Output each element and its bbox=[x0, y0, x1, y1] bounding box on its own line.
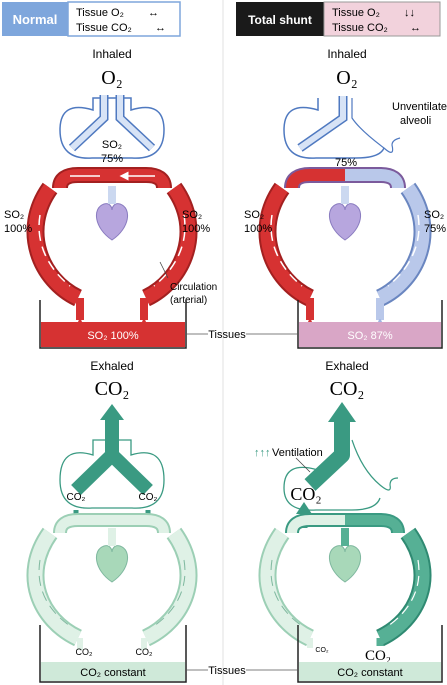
drop-co2-right-normal: CO₂ bbox=[136, 647, 154, 657]
ventilation-arrows: ↑↑↑ bbox=[254, 447, 271, 459]
drop-co2-right-shunt: CO₂ bbox=[365, 648, 391, 664]
legend-shunt-co2-arrow: ↔ bbox=[410, 22, 421, 34]
exhale-arrowhead-normal bbox=[100, 404, 124, 420]
left-so2-shunt: SO₂ bbox=[244, 209, 264, 221]
o2-label-normal: O₂ bbox=[101, 67, 122, 89]
co2-label-normal: CO₂ bbox=[95, 378, 130, 400]
ventilation-label: Ventilation bbox=[272, 447, 323, 459]
legend-normal-o2-arrow: ↔ bbox=[148, 7, 159, 19]
exhaled-label-shunt: Exhaled bbox=[325, 359, 368, 373]
tissue-container-normal-co2 bbox=[39, 625, 187, 683]
alveoli-normal bbox=[59, 97, 165, 159]
heart-normal-top bbox=[96, 203, 128, 241]
drop-co2-left-shunt: CO₂ bbox=[315, 647, 329, 654]
legend-normal-o2: Tissue O₂ bbox=[76, 7, 124, 19]
vessel-left-shunt-co2 bbox=[260, 528, 314, 645]
left-so2-normal: SO₂ bbox=[4, 209, 24, 221]
tissue-container-shunt bbox=[297, 300, 443, 349]
inhaled-label-shunt: Inhaled bbox=[327, 47, 366, 61]
tissue-fill-normal bbox=[41, 322, 185, 347]
exhale-arrowhead-shunt bbox=[328, 402, 356, 422]
mid-pct-normal: 75% bbox=[101, 153, 123, 165]
airway-co2-shunt bbox=[304, 420, 350, 491]
legend-normal: Normal Tissue O₂ Tissue CO₂ ↔ ↔ bbox=[2, 1, 181, 37]
legend-normal-co2-arrow: ↔ bbox=[155, 22, 166, 34]
vessel-right-shunt bbox=[376, 183, 430, 305]
vessel-left-shunt bbox=[260, 183, 314, 305]
tissue-co2-normal: CO₂ constant bbox=[80, 667, 145, 679]
vessel-right-shunt-co2 bbox=[376, 528, 430, 645]
unventilated-airway bbox=[351, 98, 401, 153]
tissue-container-normal bbox=[39, 300, 187, 349]
co2-label-shunt: CO₂ bbox=[330, 378, 365, 400]
tissue-fill-normal-co2 bbox=[41, 662, 185, 681]
circulation-label-1: Circulation bbox=[170, 282, 217, 293]
right-so2-normal: SO₂ bbox=[182, 209, 202, 221]
tissue-container-shunt-co2 bbox=[297, 625, 443, 683]
legend-shunt-co2: Tissue CO₂ bbox=[332, 22, 388, 34]
legend-normal-badge bbox=[2, 2, 68, 36]
tissue-so2-normal: SO₂ 100% bbox=[87, 330, 139, 342]
unventilated-label-2: alveoli bbox=[400, 115, 431, 127]
exhaled-label-normal: Exhaled bbox=[90, 359, 133, 373]
legend-shunt-o2: Tissue O₂ bbox=[332, 7, 380, 19]
legend-shunt-box bbox=[323, 1, 441, 37]
legend-normal-box bbox=[67, 1, 181, 37]
panel-normal-o2: Inhaled O₂ SO₂ 75% SO₂ 100% SO₂ 100% Cir… bbox=[4, 47, 217, 349]
tissue-fill-shunt-co2 bbox=[299, 662, 441, 681]
unventilated-label-1: Unventilated bbox=[392, 101, 447, 113]
vessel-right-normal-co2 bbox=[142, 528, 196, 645]
heart-shunt-bottom bbox=[329, 545, 361, 583]
legend-normal-title: Normal bbox=[13, 12, 58, 27]
legend-shunt: Total shunt Tissue O₂ Tissue CO₂ ↓↓ ↔ bbox=[236, 1, 441, 37]
legend-normal-co2: Tissue CO₂ bbox=[76, 22, 132, 34]
drop-co2-left-normal: CO₂ bbox=[76, 647, 94, 657]
legend-shunt-badge bbox=[236, 2, 324, 36]
heart-normal-bottom bbox=[96, 545, 128, 583]
alveoli-normal-co2 bbox=[59, 439, 165, 509]
circulation-label-2: (arterial) bbox=[170, 295, 207, 306]
tissue-so2-shunt: SO₂ 87% bbox=[347, 330, 392, 342]
tissue-fill-shunt bbox=[299, 322, 441, 347]
tissue-co2-shunt: CO₂ constant bbox=[337, 667, 402, 679]
right-so2-shunt: SO₂ bbox=[424, 209, 444, 221]
o2-label-shunt: O₂ bbox=[336, 67, 357, 89]
panel-shunt-co2: Exhaled CO₂ ↑↑↑ Ventilation CO₂ CO₂ CO₂ … bbox=[254, 359, 443, 683]
vessel-left-normal-co2 bbox=[28, 528, 82, 645]
alv-co2-right-normal: CO₂ bbox=[139, 492, 158, 503]
right-pct-normal: 100% bbox=[182, 223, 210, 235]
tissues-label-top: Tissues bbox=[208, 329, 246, 341]
alv-co2-left-normal: CO₂ bbox=[67, 492, 86, 503]
tissues-label-bottom: Tissues bbox=[208, 665, 246, 677]
mid-pct-shunt: 75% bbox=[335, 157, 357, 169]
heart-shunt-top bbox=[329, 203, 361, 241]
panel-normal-co2: Exhaled CO₂ CO₂ CO₂ CO₂ CO₂ CO₂ constant bbox=[26, 359, 198, 683]
alv-co2-shunt: CO₂ bbox=[290, 484, 321, 504]
inhaled-label-normal: Inhaled bbox=[92, 47, 131, 61]
mid-so2-normal: SO₂ bbox=[102, 139, 122, 151]
left-pct-shunt: 100% bbox=[244, 223, 272, 235]
left-pct-normal: 100% bbox=[4, 223, 32, 235]
right-pct-shunt: 75% bbox=[424, 223, 446, 235]
legend-shunt-title: Total shunt bbox=[248, 13, 312, 27]
panel-shunt-o2: Inhaled O₂ Unventilated alveoli 75% SO₂ … bbox=[244, 47, 447, 349]
legend-shunt-o2-arrow: ↓↓ bbox=[404, 7, 415, 19]
